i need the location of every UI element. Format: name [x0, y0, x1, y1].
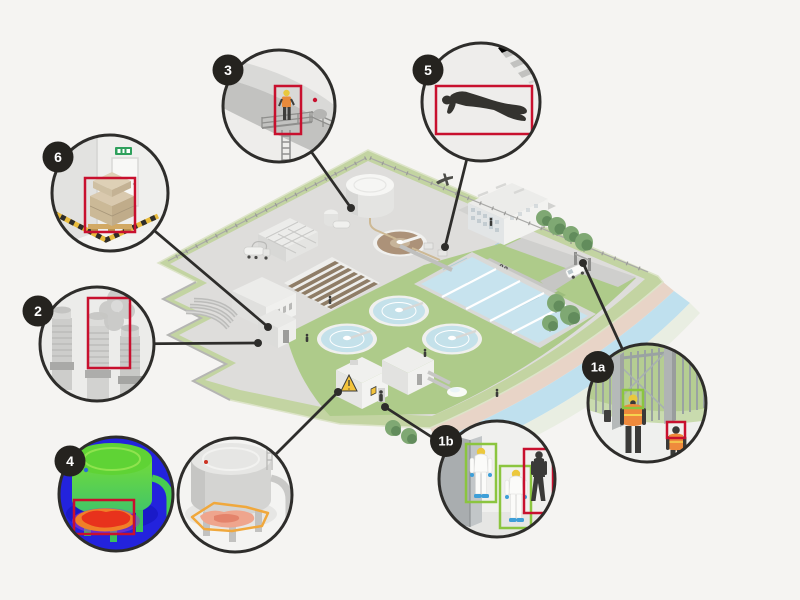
callout-badge-1a: 1a: [582, 351, 614, 383]
callout-circle: [437, 419, 557, 539]
fallen-person: [442, 91, 527, 121]
exit-sign: [115, 147, 132, 155]
leader-dot-2: [254, 339, 262, 347]
trees: [385, 210, 593, 444]
person-figure: [495, 388, 499, 397]
badge-label: 2: [34, 303, 42, 319]
visual-view: [185, 440, 292, 542]
detection-box-red: [522, 447, 555, 515]
badge-label: 3: [224, 62, 232, 78]
airplane-icon: [436, 173, 453, 186]
person-figure: [423, 348, 427, 357]
office-building: [458, 182, 556, 245]
leak-spill: [200, 510, 255, 528]
callout-circle: [38, 285, 156, 403]
warning-sign-small: [370, 385, 377, 397]
treatment-plant-site: [156, 149, 700, 472]
leader-dot-6: [264, 323, 272, 331]
entrance-gate: [565, 252, 591, 279]
badge-label: 5: [424, 62, 432, 78]
detection-box-green: [464, 442, 498, 504]
badge-label: 4: [66, 453, 74, 469]
primary-clarifier: [373, 229, 427, 257]
secondary-clarifier-2: [369, 295, 429, 327]
callout-6: 6: [42, 133, 170, 253]
tree: [560, 305, 580, 326]
leader-dot-3: [347, 204, 355, 212]
process-walkway: [369, 212, 453, 272]
leak-hotspot: [72, 508, 140, 534]
pallet-boxes: [88, 172, 135, 233]
ppe-worker-1: [469, 447, 493, 498]
callout-badge-3: 3: [212, 54, 244, 86]
tree: [547, 294, 565, 313]
roof-equipment: [313, 109, 327, 119]
detection-box-red: [72, 498, 136, 536]
tree: [575, 233, 593, 252]
callout-circle: [420, 41, 542, 163]
callout-circle: [50, 133, 170, 253]
card-reader: [604, 410, 611, 422]
detection-box-red: [665, 420, 687, 440]
perimeter-fence: [167, 156, 649, 274]
callout-circle-visual: [176, 436, 294, 554]
callout-4: 4: [54, 435, 294, 554]
chemical-building: [336, 357, 388, 409]
tree: [542, 315, 558, 332]
badge-label: 1a: [591, 360, 606, 375]
detection-box-red: [86, 296, 132, 370]
leader-dot-1a: [579, 259, 587, 267]
callout-badge-1b: 1b: [430, 425, 462, 457]
people-figures: [305, 217, 499, 397]
outfall: [427, 370, 467, 397]
person-figure: [305, 333, 309, 342]
authorized-worker: [620, 388, 646, 453]
callout-2: 2: [22, 285, 156, 403]
badge-label: 6: [54, 149, 62, 165]
detection-box-red: [434, 84, 534, 136]
worker-on-ladder: [278, 89, 295, 120]
callout-circle-thermal: [57, 435, 175, 553]
secondary-clarifier-1: [317, 323, 377, 355]
callout-3: 3: [212, 48, 337, 164]
tree: [548, 217, 566, 236]
detection-box-red: [83, 176, 137, 234]
leader-dot-4: [334, 388, 342, 396]
person-at-door: [379, 390, 383, 402]
callout-badge-5: 5: [412, 54, 444, 86]
tanker-truck: [243, 240, 271, 260]
callout-badge-6: 6: [42, 141, 74, 173]
callout-circle: [221, 48, 337, 164]
sludge-drying-beds: [284, 257, 380, 310]
leader-dot-1b: [381, 403, 389, 411]
callout-5: 5: [412, 41, 542, 163]
badge-label: 1b: [438, 434, 453, 449]
status-dot-red: [312, 97, 318, 103]
intruder-figure: [531, 451, 547, 501]
detection-box-green: [498, 464, 533, 530]
hazard-tape: [52, 209, 160, 243]
detection-box-green: [621, 388, 645, 410]
callout-badge-2: 2: [22, 295, 54, 327]
callout-1a: 1a: [582, 342, 708, 464]
digester-tank: [324, 174, 394, 229]
tree: [563, 226, 579, 244]
annotation-outline: [190, 501, 270, 533]
callout-badge-4: 4: [54, 445, 86, 477]
leader-dot-5: [441, 243, 449, 251]
outbuilding: [382, 347, 434, 395]
tree: [401, 428, 417, 444]
callout-circle: [586, 342, 708, 464]
warning-sign: [340, 373, 358, 392]
person-figure: [489, 217, 493, 226]
callout-1b: 1b: [430, 419, 557, 539]
tree: [385, 420, 401, 436]
apron-edge-wall: [160, 281, 231, 401]
detection-box-red: [273, 84, 303, 136]
secondary-clarifier-3: [422, 323, 482, 355]
garage-building: [258, 218, 318, 262]
person-figure: [328, 295, 332, 304]
